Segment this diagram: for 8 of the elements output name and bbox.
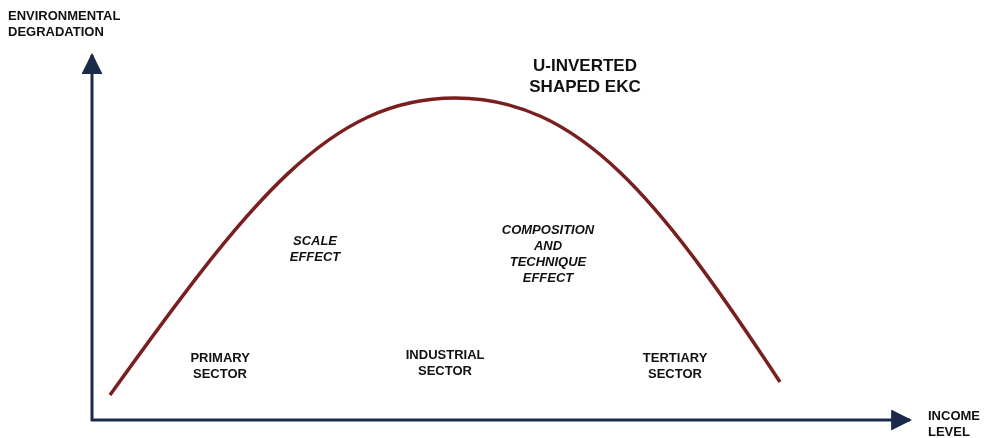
effect-label: SCALE EFFECT xyxy=(289,233,341,265)
sector-label: TERTIARY SECTOR xyxy=(642,350,708,382)
sector-label: PRIMARY SECTOR xyxy=(190,350,250,382)
sector-label: INDUSTRIAL SECTOR xyxy=(405,347,485,379)
axis-title: ENVIRONMENTAL DEGRADATION xyxy=(8,8,121,40)
effect-label: COMPOSITION AND TECHNIQUE EFFECT xyxy=(501,222,595,286)
axis-title: INCOME LEVEL xyxy=(928,408,980,438)
curve-title: U-INVERTED SHAPED EKC xyxy=(528,55,642,97)
